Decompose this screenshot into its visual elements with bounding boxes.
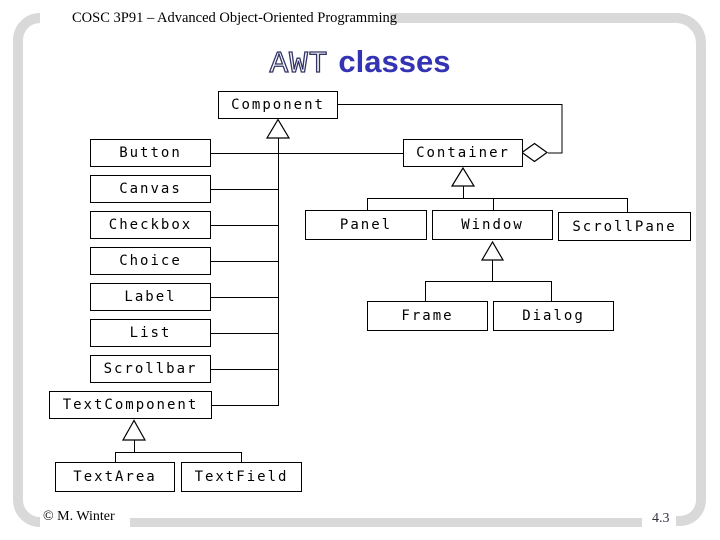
page-title: AWT classes xyxy=(0,44,720,83)
class-box-frame: Frame xyxy=(367,301,488,331)
inheritance-arrow-icon-textcomponent xyxy=(121,419,147,441)
class-box-panel: Panel xyxy=(305,210,427,240)
class-box-dialog: Dialog xyxy=(493,301,614,331)
class-box-checkbox: Checkbox xyxy=(90,211,211,239)
top-right-border-decoration xyxy=(390,13,706,481)
inheritance-arrow-icon-component xyxy=(265,118,291,139)
class-box-component: Component xyxy=(218,91,338,119)
class-box-choice: Choice xyxy=(90,247,211,275)
class-box-textcomponent: TextComponent xyxy=(49,391,212,419)
title-keyword: AWT xyxy=(269,46,329,82)
class-box-canvas: Canvas xyxy=(90,175,211,203)
footer-bar-decoration xyxy=(130,518,642,527)
class-box-textarea: TextArea xyxy=(55,462,175,492)
class-box-scrollbar: Scrollbar xyxy=(90,355,211,383)
class-box-list: List xyxy=(90,319,211,347)
course-header: COSC 3P91 – Advanced Object-Oriented Pro… xyxy=(72,10,397,26)
class-box-button: Button xyxy=(90,139,211,167)
left-border-decoration xyxy=(13,13,40,527)
class-box-scrollpane: ScrollPane xyxy=(558,212,691,241)
class-box-container: Container xyxy=(403,139,523,167)
page-number: 4.3 xyxy=(652,511,670,526)
copyright-text: © M. Winter xyxy=(43,509,115,524)
class-box-window: Window xyxy=(432,210,553,240)
bottom-right-border-decoration xyxy=(676,470,706,526)
class-box-label: Label xyxy=(90,283,211,311)
class-box-textfield: TextField xyxy=(181,462,302,492)
title-suffix: classes xyxy=(338,44,451,79)
